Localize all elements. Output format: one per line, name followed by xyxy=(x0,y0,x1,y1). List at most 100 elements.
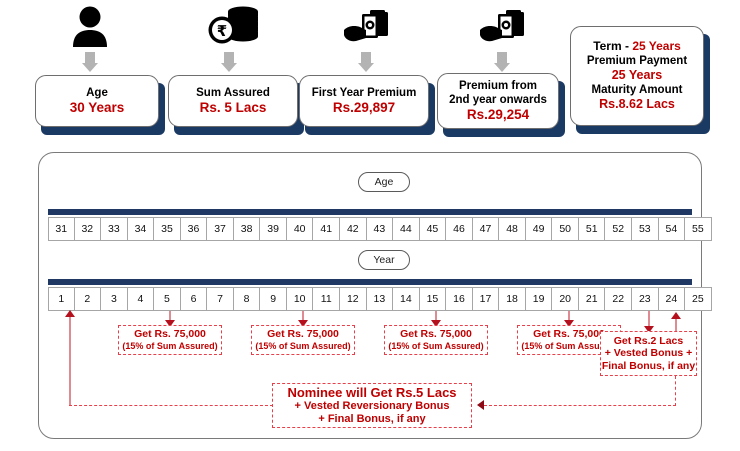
year-cell: 25 xyxy=(685,287,712,311)
card-label: First Year Premium xyxy=(311,86,417,99)
info-card-summary: Term - 25 Years Premium Payment 25 Years… xyxy=(570,26,710,136)
age-cell: 37 xyxy=(207,217,234,241)
year-cell: 5 xyxy=(154,287,181,311)
year-cell: 9 xyxy=(260,287,287,311)
nominee-connector-right-dash xyxy=(484,405,676,406)
arrow-down-gray-icon xyxy=(221,63,237,72)
payout-note: (15% of Sum Assured) xyxy=(122,340,218,351)
arrow-down-icon xyxy=(564,320,574,327)
info-card-first-year-premium: First Year Premium Rs.29,897 xyxy=(299,75,435,135)
year-cell: 2 xyxy=(74,287,102,311)
maturity-connector-year25 xyxy=(675,318,677,340)
age-cell: 40 xyxy=(286,217,314,241)
maturity-line-3: Final Bonus, if any xyxy=(601,359,696,372)
age-cell: 34 xyxy=(127,217,155,241)
age-cell: 41 xyxy=(313,217,341,241)
age-cell: 55 xyxy=(685,217,712,241)
payout-amount: Get Rs. 75,000 xyxy=(533,328,605,341)
age-cell: 31 xyxy=(48,217,75,241)
card-value: Rs. 5 Lacs xyxy=(199,99,267,115)
age-cell: 51 xyxy=(578,217,606,241)
payout-note: (15% of Sum Assured) xyxy=(255,340,351,351)
arrow-down-icon xyxy=(165,320,175,327)
nominee-connector-vertical xyxy=(69,316,71,406)
year-cell: 18 xyxy=(499,287,526,311)
summary-term-label: Term - xyxy=(593,39,633,54)
year-cell: 19 xyxy=(525,287,553,311)
year-pill-label: Year xyxy=(358,250,410,270)
arrow-stem xyxy=(224,52,234,64)
year-cell: 24 xyxy=(658,287,686,311)
year-cell: 22 xyxy=(605,287,633,311)
arrow-stem xyxy=(85,52,95,64)
summary-ppt-label: Premium Payment xyxy=(586,55,688,68)
person-icon xyxy=(73,6,107,47)
card-value: 30 Years xyxy=(69,99,125,115)
year-row-bar xyxy=(48,279,692,285)
age-row-bar xyxy=(48,209,692,215)
nominee-connector-right-vertical xyxy=(675,376,676,406)
age-cell: 35 xyxy=(154,217,181,241)
age-cell: 45 xyxy=(419,217,447,241)
year-cell: 15 xyxy=(419,287,447,311)
age-pill-label: Age xyxy=(358,172,410,192)
age-cell: 50 xyxy=(552,217,579,241)
nominee-box: Nominee will Get Rs.5 Lacs + Vested Reve… xyxy=(272,383,472,428)
age-cell: 42 xyxy=(340,217,367,241)
age-cell: 32 xyxy=(74,217,102,241)
card-label: Premium from xyxy=(459,79,537,92)
year-cell: 20 xyxy=(552,287,579,311)
card-label: Sum Assured xyxy=(196,86,270,99)
year-cell: 13 xyxy=(366,287,394,311)
payout-amount: Get Rs. 75,000 xyxy=(134,328,206,341)
age-cell: 49 xyxy=(525,217,553,241)
arrow-up-icon xyxy=(65,310,75,317)
payout-box: Get Rs. 75,000 (15% of Sum Assured) xyxy=(384,325,488,355)
info-card-age: Age 30 Years xyxy=(35,75,165,135)
arrow-down-icon xyxy=(431,320,441,327)
year-cell: 16 xyxy=(446,287,473,311)
card-value: Rs.29,254 xyxy=(466,106,530,122)
summary-ppt-value: 25 Years xyxy=(611,68,663,83)
age-cell: 36 xyxy=(180,217,208,241)
age-cell: 33 xyxy=(101,217,128,241)
card-label: 2nd year onwards xyxy=(449,93,547,106)
card-label: Age xyxy=(86,86,108,99)
age-cell: 53 xyxy=(632,217,659,241)
card-value: Rs.29,897 xyxy=(332,99,396,115)
hand-cash-icon xyxy=(344,10,388,42)
info-card-renewal-premium: Premium from 2nd year onwards Rs.29,254 xyxy=(437,73,567,137)
summary-term-value: 25 Years xyxy=(632,39,681,54)
arrow-stem xyxy=(361,52,371,64)
year-cell: 7 xyxy=(207,287,234,311)
age-cell: 39 xyxy=(260,217,287,241)
maturity-connector-year23 xyxy=(648,311,650,328)
nominee-line-2: + Vested Reversionary Bonus xyxy=(294,400,450,413)
maturity-line-1: Get Rs.2 Lacs xyxy=(613,334,684,347)
age-cell: 46 xyxy=(446,217,473,241)
age-cell: 43 xyxy=(366,217,394,241)
info-card-sum-assured: Sum Assured Rs. 5 Lacs xyxy=(168,75,304,135)
age-cell: 38 xyxy=(233,217,261,241)
age-cell: 54 xyxy=(658,217,686,241)
maturity-box: Get Rs.2 Lacs + Vested Bonus + Final Bon… xyxy=(600,331,697,376)
summary-maturity-label: Maturity Amount xyxy=(591,84,683,97)
payout-connector-year10 xyxy=(302,311,304,322)
arrow-down-gray-icon xyxy=(82,63,98,72)
year-cell: 11 xyxy=(313,287,341,311)
year-cell: 21 xyxy=(578,287,606,311)
age-cell: 44 xyxy=(393,217,420,241)
age-cell: 47 xyxy=(472,217,500,241)
arrow-down-icon xyxy=(644,326,654,333)
payout-amount: Get Rs. 75,000 xyxy=(267,328,339,341)
year-cell: 10 xyxy=(286,287,314,311)
payout-box: Get Rs. 75,000 (15% of Sum Assured) xyxy=(118,325,222,355)
age-cell: 52 xyxy=(605,217,633,241)
year-cell: 14 xyxy=(393,287,420,311)
hand-cash-icon xyxy=(480,10,524,42)
summary-maturity-value: Rs.8.62 Lacs xyxy=(599,97,675,112)
arrow-stem xyxy=(497,52,507,64)
arrow-down-icon xyxy=(298,320,308,327)
